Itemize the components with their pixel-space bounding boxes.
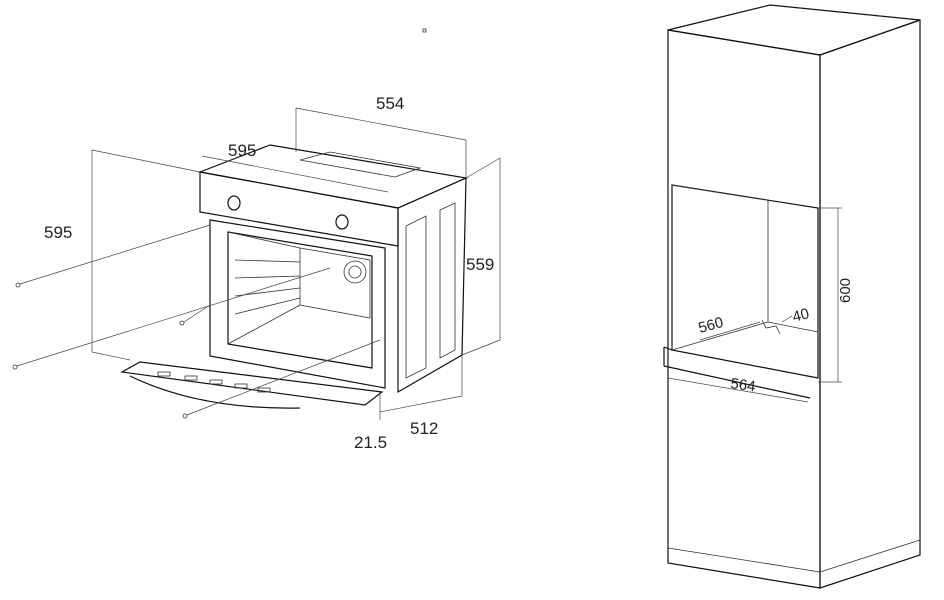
- dim-ext: [91, 149, 201, 173]
- cavity-edge-top: [227, 231, 301, 249]
- screw-guide: [16, 267, 331, 367]
- dim-label-height-body: 559: [466, 255, 494, 274]
- oven-side-body: [397, 177, 467, 394]
- dim-label-width-front: 595: [228, 141, 256, 160]
- door-curve: [129, 375, 301, 409]
- fan-hub: [348, 265, 362, 279]
- screw-icon: [179, 320, 185, 326]
- dim-label-niche-height: 600: [837, 278, 854, 303]
- oven-dimension-lines: [91, 107, 501, 420]
- screw-guide: [186, 339, 381, 416]
- cabinet-dimension-lines: [667, 207, 842, 403]
- niche-back-wall: [671, 184, 769, 322]
- side-rail-back: [439, 202, 456, 359]
- shelf-front-bottom: [663, 365, 811, 399]
- oven-cavity: [227, 231, 373, 369]
- shelf-rail: [234, 297, 301, 315]
- oven-door-open: [120, 361, 384, 406]
- door-slot: [184, 375, 198, 381]
- screw-guide: [183, 304, 211, 323]
- shelf-lip: [663, 346, 673, 351]
- small-mark: [422, 28, 427, 33]
- niche-floor-edge: [671, 321, 769, 351]
- dim-label-door-offset: 21.5: [354, 433, 387, 452]
- cabinet-base-line: [667, 547, 821, 573]
- door-slot: [157, 371, 171, 377]
- dim-line-560: [699, 321, 761, 341]
- right-knob: [335, 214, 349, 230]
- oven-drawing: [12, 28, 469, 419]
- dim-ext: [465, 157, 501, 179]
- niche-opening: [671, 184, 819, 379]
- dim-label-depth: 512: [410, 419, 438, 438]
- shelf-rail: [234, 275, 301, 279]
- vent-gap-detail: [761, 319, 781, 335]
- dim-label-niche-depth: 560: [697, 314, 726, 337]
- side-rail-front: [405, 215, 427, 379]
- dim-line-554: [295, 107, 467, 141]
- oven-top-vent: [299, 151, 422, 178]
- dim-label-width-top: 554: [376, 94, 404, 113]
- cabinet-top: [667, 4, 921, 56]
- left-knob: [227, 195, 241, 211]
- screw-guide: [19, 224, 211, 285]
- cabinet-drawing: [663, 4, 921, 589]
- dim-label-height-front: 595: [44, 223, 72, 242]
- screw-icon: [182, 413, 188, 419]
- oven-front-frame: [209, 219, 386, 389]
- dim-line-512: [379, 395, 463, 413]
- door-slot: [234, 383, 248, 389]
- cabinet-base-line: [819, 539, 921, 573]
- screw-icon: [12, 364, 18, 370]
- oven-control-panel: [199, 171, 399, 247]
- cabinet-side: [819, 19, 921, 589]
- dim-line-595-top: [201, 155, 389, 193]
- shelf-rail: [234, 259, 301, 263]
- cavity-back-wall: [299, 247, 371, 319]
- cavity-edge-bottom: [227, 304, 301, 345]
- dim-ext: [91, 351, 131, 361]
- screw-icon: [15, 282, 21, 288]
- dim-ext: [461, 339, 501, 356]
- dim-line-564: [667, 377, 809, 403]
- door-slot: [209, 379, 223, 385]
- door-slot: [257, 387, 271, 393]
- fan-icon: [343, 260, 367, 284]
- dim-label-niche-width: 564: [729, 375, 756, 395]
- niche-floor-edge: [767, 321, 819, 333]
- dim-line-40: [781, 315, 793, 323]
- dim-label-vent-gap: 40: [791, 305, 812, 326]
